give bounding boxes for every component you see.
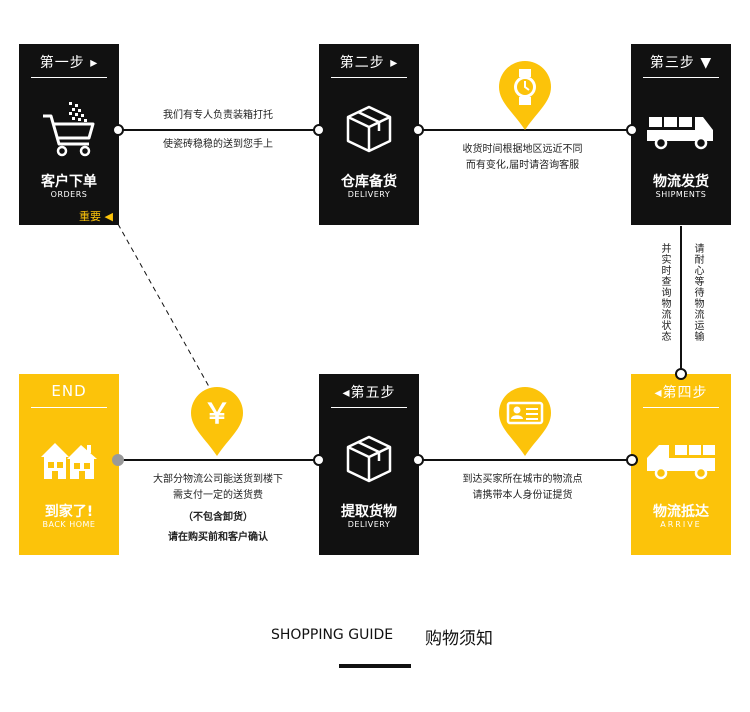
connector-dot: [675, 368, 687, 380]
connector-dot: [313, 454, 325, 466]
step-1-label: 第一步 ▸: [39, 55, 99, 71]
note-pickup: 到达买家所在城市的物流点 请携带本人身份证提货: [430, 469, 615, 506]
note-packing-line1: 我们有专人负责装箱打托: [163, 110, 273, 121]
important-flag: 重要 ◀: [79, 210, 113, 223]
connector-dot: [626, 454, 638, 466]
step-5-subtitle: DELIVERY: [347, 520, 391, 529]
note-delivery-time-line1: 收货时间根据地区远近不同: [462, 144, 583, 155]
note-delivery-time-line2: 而有变化,届时请咨询客服: [465, 160, 580, 171]
note-home-delivery-line4: 请在购买前和客户确认: [168, 532, 268, 543]
connector-dot: [412, 454, 424, 466]
step-3-subtitle: SHIPMENTS: [655, 190, 707, 199]
step-2-title: 仓库备货: [341, 174, 397, 190]
end-box: END 到家了! BACK HOME: [19, 374, 119, 555]
note-vertical-right: 请耐心等待物流运输: [692, 243, 703, 342]
step-2-subtitle: DELIVERY: [347, 190, 391, 199]
step-4-subtitle: ARRIVE: [660, 520, 702, 529]
note-packing-line2: 使瓷砖稳稳的送到您手上: [163, 139, 273, 150]
step-1-subtitle: ORDERS: [50, 190, 88, 199]
note-home-delivery-line1: 大部分物流公司能送货到楼下: [153, 474, 283, 485]
package-box-icon: [319, 429, 419, 489]
yen-icon: ￥: [191, 387, 243, 456]
id-card-icon: [499, 387, 551, 456]
end-label: END: [51, 382, 87, 400]
truck-icon: [631, 429, 731, 489]
end-title: 到家了!: [44, 504, 94, 520]
step-5-title: 提取货物: [341, 504, 397, 520]
step-2-box: 第二步 ▸ 仓库备货 DELIVERY: [319, 44, 419, 225]
step-2-label: 第二步 ▸: [339, 55, 399, 71]
step-2-divider: [331, 77, 407, 78]
connector-dot: [112, 454, 124, 466]
house-icon: [19, 429, 119, 489]
step-3-label: 第三步 ▼: [649, 55, 713, 71]
step-3-divider: [643, 77, 719, 78]
step-3-box: 第三步 ▼ 物流发货 SHIPMENTS: [631, 44, 731, 225]
step-4-box: ◂第四步 物流抵达 ARRIVE: [631, 374, 731, 555]
step-4-label: ◂第四步: [654, 385, 708, 401]
connector-dot: [112, 124, 124, 136]
note-home-delivery: 大部分物流公司能送货到楼下 需支付一定的送货费 （不包含卸货） 请在购买前和客户…: [128, 469, 308, 548]
connector-dot: [626, 124, 638, 136]
step-5-label: ◂第五步: [342, 385, 396, 401]
step-4-title: 物流抵达: [653, 504, 709, 520]
footer-title-en: SHOPPING GUIDE: [271, 627, 394, 643]
step-4-divider: [643, 407, 719, 408]
cart-icon: [19, 99, 119, 159]
step-1-title: 客户下单: [41, 174, 97, 190]
end-subtitle: BACK HOME: [42, 520, 96, 529]
yen-symbol: ￥: [203, 397, 231, 430]
note-delivery-time: 收货时间根据地区远近不同 而有变化,届时请咨询客服: [430, 139, 615, 176]
note-home-delivery-line2: 需支付一定的送货费: [173, 490, 263, 501]
end-divider: [31, 407, 107, 408]
note-packing: 我们有专人负责装箱打托 使瓷砖稳稳的送到您手上: [128, 105, 308, 155]
connector-dot: [412, 124, 424, 136]
note-pickup-line1: 到达买家所在城市的物流点: [462, 474, 583, 485]
step-1-box: 第一步 ▸ 客户下单 ORDERS 重要 ◀: [19, 44, 119, 225]
truck-icon: [631, 99, 731, 159]
note-vertical-left: 并实时查询物流状态: [659, 243, 670, 342]
footer-title-cn: 购物须知: [425, 629, 493, 649]
connector-dot: [313, 124, 325, 136]
note-pickup-line2: 请携带本人身份证提货: [472, 490, 573, 501]
step-5-divider: [331, 407, 407, 408]
package-box-icon: [319, 99, 419, 159]
clock-icon: [499, 61, 551, 130]
footer-underline: [339, 664, 411, 668]
step-1-divider: [31, 77, 107, 78]
step-3-title: 物流发货: [653, 174, 709, 190]
connector-dashed-important: [117, 223, 213, 393]
step-5-box: ◂第五步 提取货物 DELIVERY: [319, 374, 419, 555]
note-home-delivery-line3: （不包含卸货）: [183, 512, 253, 523]
